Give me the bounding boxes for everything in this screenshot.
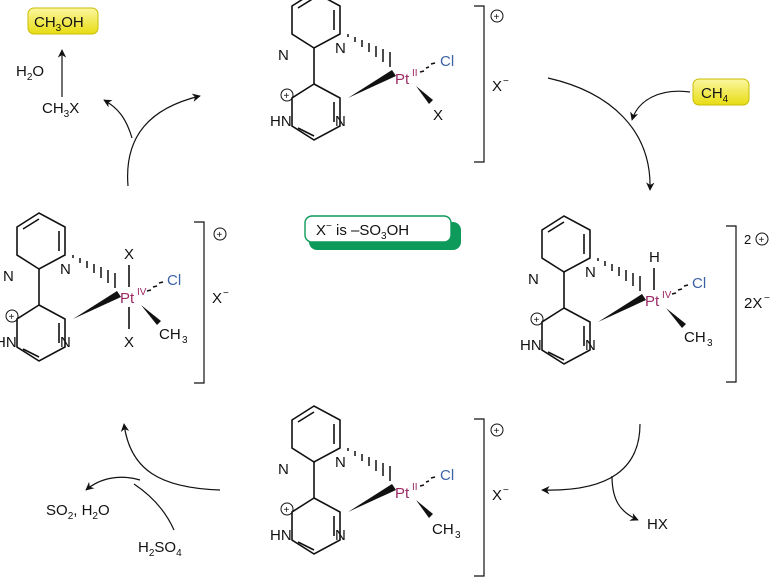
reagent-methane-label: CH4 [692, 78, 750, 106]
subscript: 3 [455, 530, 461, 541]
atom-n: N [585, 337, 596, 354]
oxidation-state: II [412, 68, 418, 79]
subscript: 3 [182, 335, 188, 346]
arrow-deprotonation [541, 423, 641, 495]
bracket [726, 225, 737, 383]
arrow-byproducts-out [85, 476, 141, 491]
anion-charge: − [503, 485, 509, 496]
counter-anion: X [212, 290, 222, 307]
byproducts-label: SO2, H2O [46, 502, 110, 522]
atom-cl: Cl [167, 272, 181, 289]
plus-charge-icon [490, 423, 504, 437]
water-label: H2O [16, 63, 44, 83]
plus-sign: + [217, 230, 223, 241]
atom-h: H [649, 249, 660, 266]
atom-n: N [60, 261, 71, 278]
atom-n: N [528, 271, 539, 288]
plus-charge-icon [280, 88, 294, 102]
atom-cl: Cl [692, 275, 706, 292]
oxidation-state: IV [137, 287, 147, 298]
svg-text:CH3OH: CH3OH [34, 14, 84, 34]
svg-text:X− is –SO3OH: X− is –SO3OH [316, 221, 409, 242]
bracket [194, 221, 205, 384]
anion-charge: − [503, 76, 509, 87]
atom-c: CH [159, 326, 181, 343]
plus-charge-icon [280, 502, 294, 516]
anion-charge: − [764, 293, 770, 304]
arrow-oxidative-addition [547, 77, 655, 191]
hx-label: HX [647, 516, 668, 533]
atom-c: CH [684, 329, 706, 346]
atom-n: N [335, 454, 346, 471]
anion-definition-box: X− is –SO3OH [304, 215, 461, 250]
atom-pt: Pt [645, 293, 660, 310]
complex-charge: 2 [744, 232, 751, 247]
plus-sign: + [759, 235, 765, 246]
atom-x: X [124, 334, 134, 351]
plus-sign: + [9, 312, 15, 323]
atom-n: N [335, 113, 346, 130]
atom-n: N [585, 264, 596, 281]
arrow-h2so4-in [133, 483, 175, 531]
arrow-ch3x-out [103, 99, 133, 139]
oxidation-state: IV [662, 290, 672, 301]
anion-charge: − [223, 288, 229, 299]
plus-charge-icon [755, 232, 769, 246]
arrow-hx-out [611, 475, 639, 521]
atom-n: N [335, 40, 346, 57]
atom-n: N [60, 334, 71, 351]
atom-cl: Cl [440, 467, 454, 484]
arrow-methane-in [630, 90, 691, 121]
atom-hn: HN [270, 527, 292, 544]
plus-sign: + [284, 91, 290, 102]
sulfuric-acid-label: H2SO4 [138, 539, 182, 559]
plus-sign: + [284, 505, 290, 516]
complex-right: N N N HN + Pt IV H Cl CH 3 [520, 215, 713, 365]
plus-charge-icon [490, 9, 504, 23]
plus-sign: + [494, 426, 500, 437]
atom-n: N [335, 527, 346, 544]
plus-sign: + [494, 12, 500, 23]
bracket [474, 5, 485, 163]
atom-hn: HN [0, 334, 17, 351]
atom-hn: HN [520, 337, 542, 354]
counter-anion: X [492, 487, 502, 504]
atom-pt: Pt [120, 290, 135, 307]
plus-charge-icon [5, 309, 19, 323]
plus-charge-icon [530, 312, 544, 326]
arrow-reductive-elimination [127, 93, 201, 187]
bracket [474, 418, 485, 577]
oxidation-state: II [412, 482, 418, 493]
atom-c: CH [432, 521, 454, 538]
atom-n: N [3, 268, 14, 285]
atom-n: N [278, 47, 289, 64]
complex-bottom: N N N HN + Pt II Cl CH 3 [270, 405, 461, 555]
methyl-x-label: CH3X [42, 100, 79, 120]
atom-pt: Pt [395, 485, 410, 502]
atom-n: N [278, 461, 289, 478]
atom-pt: Pt [395, 71, 410, 88]
complex-top: N N N HN + Pt II Cl X [270, 0, 454, 141]
atom-x: X [124, 246, 134, 263]
atom-hn: HN [270, 113, 292, 130]
atom-cl: Cl [440, 53, 454, 70]
counter-anion: 2X [744, 295, 762, 312]
counter-anion: X [492, 78, 502, 95]
plus-charge-icon [213, 227, 227, 241]
arrow-oxidation [120, 423, 221, 491]
complex-left: N N N HN + Pt IV X X Cl CH 3 [0, 212, 188, 362]
atom-x: X [433, 107, 443, 124]
plus-sign: + [534, 315, 540, 326]
subscript: 3 [707, 338, 713, 349]
product-methanol-label: CH3OH [27, 7, 99, 35]
svg-text:CH4: CH4 [701, 85, 729, 105]
